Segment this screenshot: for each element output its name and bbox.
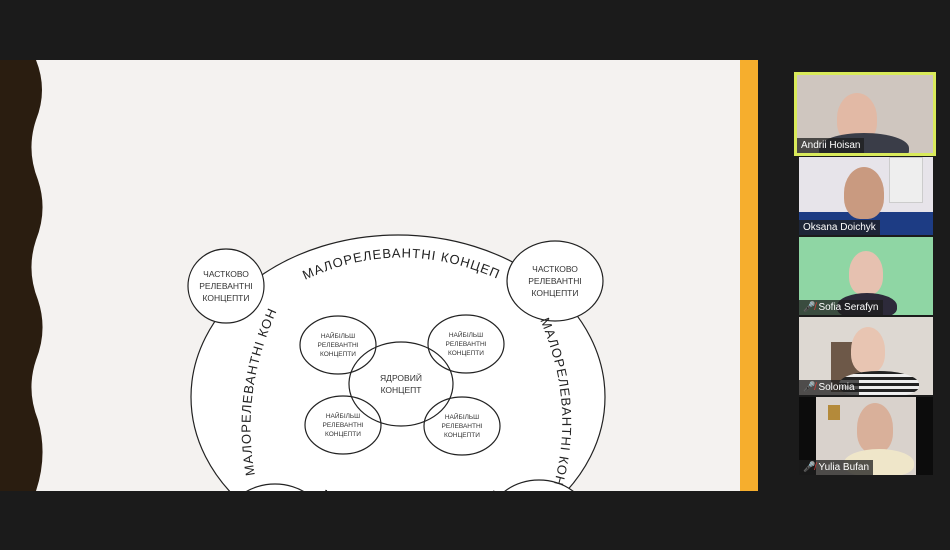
inner-circles xyxy=(299,314,505,456)
outer-label-top: МАЛОРЕЛЕВАНТНІ КОНЦЕПТИ xyxy=(0,108,503,283)
concept-diagram: МАЛОРЕЛЕВАНТНІ КОНЦЕПТИ МАЛОРЕЛЕВАНТНІ К… xyxy=(0,108,606,491)
video-tile-andrii-hoisan[interactable]: Andrii Hoisan xyxy=(794,72,936,156)
corner-circle xyxy=(246,483,304,491)
participant-name: Oksana Doichyk xyxy=(799,220,880,235)
outer-ring xyxy=(190,234,606,491)
mic-muted-icon: 🎤̸ xyxy=(803,462,816,473)
participant-name: 🎤̸Yulia Bufan xyxy=(799,460,874,475)
participant-name: 🎤̸Sofia Serafyn xyxy=(799,300,883,315)
participant-name: 🎤̸Solomia xyxy=(799,380,859,395)
mic-muted-icon: 🎤̸ xyxy=(803,382,816,393)
inner-circle xyxy=(427,314,505,374)
shared-slide: МАЛОРЕЛЕВАНТНІ КОНЦЕПТИ МАЛОРЕЛЕВАНТНІ К… xyxy=(0,60,758,491)
accent-bar xyxy=(740,60,758,491)
corner-circles xyxy=(187,240,604,491)
participant-name: Andrii Hoisan xyxy=(797,138,865,153)
video-tile-sofia-serafyn[interactable]: 🎤̸Sofia Serafyn xyxy=(799,237,933,315)
video-tile-oksana-doichyk[interactable]: Oksana Doichyk xyxy=(799,157,933,235)
inner-circle xyxy=(299,315,377,375)
video-tile-yulia-bufan[interactable]: 🎤̸Yulia Bufan xyxy=(799,397,933,475)
core-circle xyxy=(348,341,454,427)
inner-circle xyxy=(423,396,501,456)
decorative-wave-strip xyxy=(0,60,43,491)
corner-circle xyxy=(504,479,574,491)
inner-circle xyxy=(304,395,382,455)
mic-muted-icon: 🎤̸ xyxy=(803,302,816,313)
corner-circle xyxy=(506,240,604,322)
video-tile-solomia[interactable]: 🎤̸Solomia xyxy=(799,317,933,395)
corner-circle xyxy=(187,248,265,324)
